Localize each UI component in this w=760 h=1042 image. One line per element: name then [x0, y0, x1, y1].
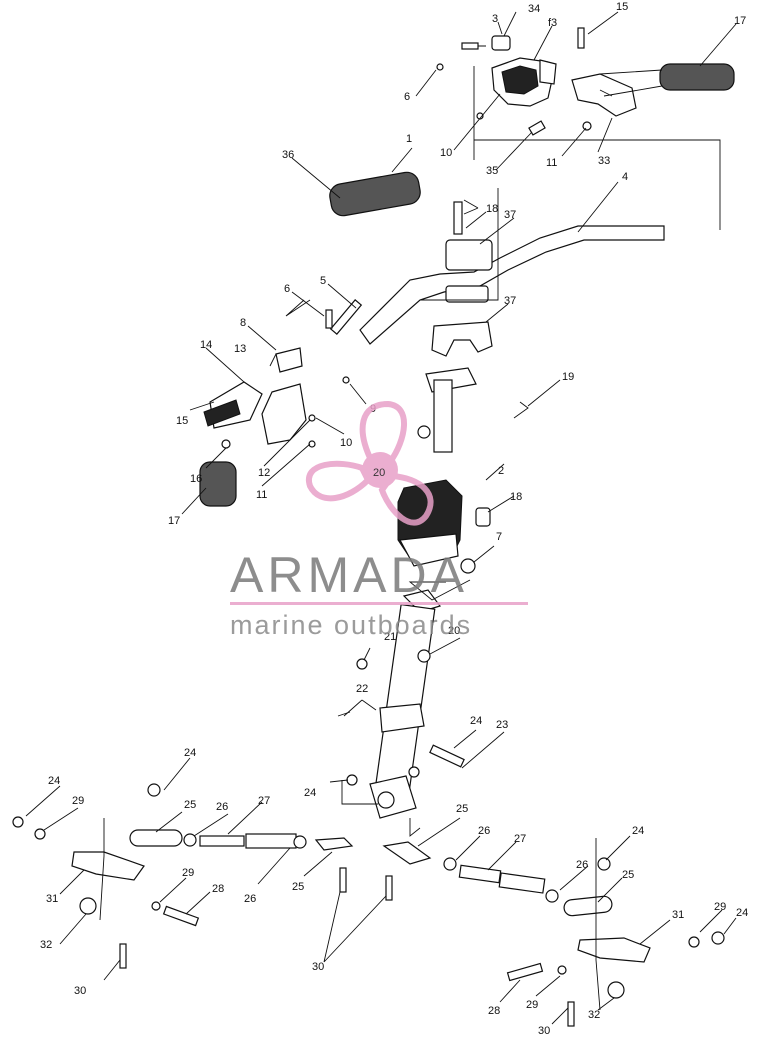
callout: 27	[514, 833, 526, 845]
brand-rule	[230, 602, 528, 605]
callout: 26	[478, 825, 490, 837]
callout: 14	[200, 339, 212, 351]
control-lever-33	[571, 27, 637, 131]
callout: 21	[384, 631, 396, 643]
callout: 24	[48, 775, 60, 787]
callout: 24	[184, 747, 196, 759]
callout: 26	[576, 859, 588, 871]
logo-number: 20	[373, 467, 385, 479]
callout: 5	[320, 275, 326, 287]
callout: 7	[496, 531, 502, 543]
callout: 24	[304, 787, 316, 799]
callout: 32	[588, 1009, 600, 1021]
callout: 37	[504, 295, 516, 307]
callout: 18	[510, 491, 522, 503]
callout: 36	[282, 149, 294, 161]
steering-block-2	[397, 479, 491, 574]
callout: 29	[526, 999, 538, 1011]
callout: 11	[256, 489, 267, 501]
callout: 32	[40, 939, 52, 951]
callout: 20	[448, 625, 460, 637]
grip-17-left	[199, 461, 237, 507]
callout: 22	[356, 683, 368, 695]
callout: 31	[672, 909, 684, 921]
callout: 10	[440, 147, 452, 159]
callout: 24	[632, 825, 644, 837]
logo-hub	[362, 452, 398, 488]
callout: 6	[404, 91, 410, 103]
left-throttle-assembly	[203, 299, 363, 449]
callout: 31	[46, 893, 58, 905]
callout: 29	[182, 867, 194, 879]
callout: 17	[168, 515, 180, 527]
throttle-housing-assembly	[436, 35, 557, 136]
callout: 6	[284, 283, 290, 295]
propeller-blade	[359, 400, 407, 465]
watermark: 20 ARMADA marine outboards	[230, 400, 528, 640]
callout: 25	[292, 881, 304, 893]
stem-upper	[417, 367, 529, 453]
callout: 18	[486, 203, 498, 215]
callout: 33	[598, 155, 610, 167]
callout: 15	[176, 415, 188, 427]
callout: 25	[184, 799, 196, 811]
callout: 30	[312, 961, 324, 973]
callout: 25	[622, 869, 634, 881]
callout: 2	[498, 465, 504, 477]
callout: 4	[622, 171, 628, 183]
callout: 34	[528, 3, 540, 15]
callout: 25	[456, 803, 468, 815]
left-linkage	[12, 783, 354, 969]
callout: 1	[406, 133, 412, 145]
callout: 23	[496, 719, 508, 731]
clamps-37	[431, 201, 493, 357]
grip-17-top	[599, 63, 735, 97]
callout: 10	[340, 437, 352, 449]
callout: 26	[244, 893, 256, 905]
callout: 17	[734, 15, 746, 27]
callout: 12	[258, 467, 270, 479]
callout: 28	[212, 883, 224, 895]
callout: 16	[190, 473, 202, 485]
callout: 24	[736, 907, 748, 919]
brand-tagline: marine outboards	[230, 610, 472, 640]
steering-column	[337, 589, 465, 819]
callout: 27	[258, 795, 270, 807]
callout: 3	[492, 13, 498, 25]
propeller-logo: 20	[305, 400, 434, 526]
propeller-blade	[378, 472, 434, 526]
callout: 30	[74, 985, 86, 997]
callout: 11	[546, 157, 557, 169]
callout: 35	[486, 165, 498, 177]
callout: 24	[470, 715, 482, 727]
callout: 37	[504, 209, 516, 221]
callout: 29	[714, 901, 726, 913]
propeller-blade	[305, 460, 372, 502]
callout: 30	[538, 1025, 550, 1037]
callout: 28	[488, 1005, 500, 1017]
grip-36-left	[329, 171, 421, 217]
callout: 8	[240, 317, 246, 329]
callout: f3	[548, 17, 557, 29]
handlebar-4	[359, 225, 665, 345]
brand-name: ARMADA	[230, 547, 468, 603]
callout-numbers: 3 34 f3 15 17 6 10 35 11 33 1 36 4 18 37…	[40, 1, 748, 1037]
callout: 15	[616, 1, 628, 13]
callout: 19	[562, 371, 574, 383]
right-linkage	[382, 841, 725, 1027]
callout: 29	[72, 795, 84, 807]
leader-lines	[25, 11, 737, 1025]
callout: 13	[234, 343, 246, 355]
callout: 26	[216, 801, 228, 813]
